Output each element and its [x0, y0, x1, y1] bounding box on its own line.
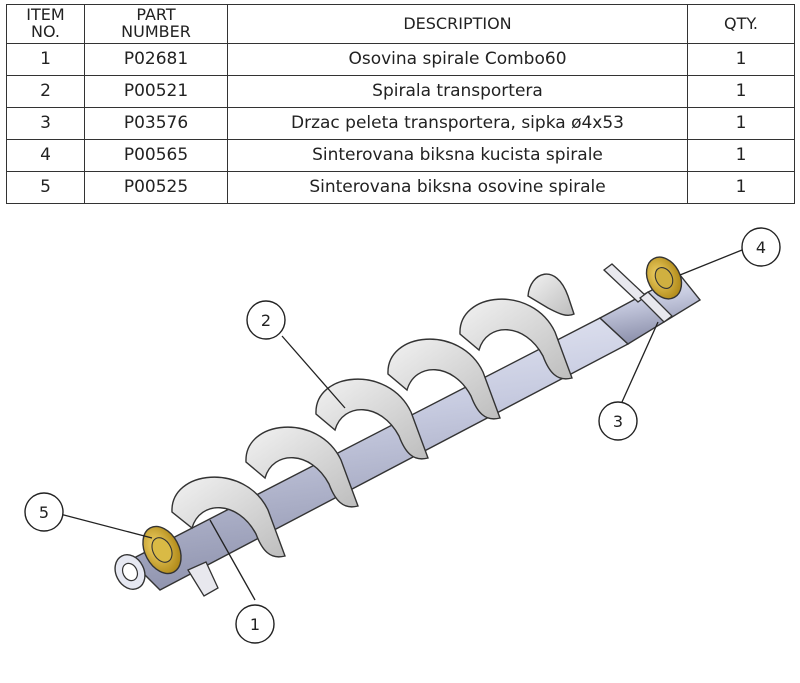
balloon-label: 1 [250, 615, 260, 634]
bill-of-materials-table: ITEM NO. PART NUMBER DESCRIPTION QTY. 1 … [6, 4, 795, 204]
table-header-row: ITEM NO. PART NUMBER DESCRIPTION QTY. [6, 4, 795, 44]
header-part-number: PART NUMBER [84, 4, 228, 44]
table-row: 3 P03576 Drzac peleta transportera, sipk… [6, 107, 795, 140]
table-row: 5 P00525 Sinterovana biksna osovine spir… [6, 171, 795, 204]
part-number-cell: P00565 [84, 139, 228, 172]
item-number-cell: 5 [6, 171, 85, 204]
balloon-label: 2 [261, 311, 271, 330]
part-number-cell: P00525 [84, 171, 228, 204]
balloon-5: 5 [24, 492, 64, 532]
header-part-line1: PART [136, 5, 176, 25]
balloon-4: 4 [741, 227, 781, 267]
screw-flights [171, 273, 575, 558]
part-number-cell: P02681 [84, 43, 228, 76]
item-number-cell: 1 [6, 43, 85, 76]
balloon-3: 3 [598, 401, 638, 441]
balloon-label: 5 [39, 503, 49, 522]
description-cell: Sinterovana biksna osovine spirale [227, 171, 688, 204]
shaft-bushing-part [142, 525, 182, 575]
leader-lines [59, 249, 743, 601]
part-number-cell: P00521 [84, 75, 228, 108]
header-item-line1: ITEM [26, 5, 65, 25]
balloon-2: 2 [246, 300, 286, 340]
header-item-no: ITEM NO. [6, 4, 85, 44]
header-qty: QTY. [687, 4, 795, 44]
housing-bushing-part [645, 256, 683, 300]
part-number-cell: P03576 [84, 107, 228, 140]
item-number-cell: 3 [6, 107, 85, 140]
qty-cell: 1 [687, 171, 795, 204]
header-item-line2: NO. [31, 22, 60, 41]
balloon-label: 4 [756, 238, 766, 257]
header-part-line2: NUMBER [121, 22, 191, 41]
description-cell: Drzac peleta transportera, sipka ø4x53 [227, 107, 688, 140]
balloon-label: 3 [613, 412, 623, 431]
balloon-1: 1 [235, 604, 275, 644]
pellet-holder-rods [187, 263, 673, 597]
